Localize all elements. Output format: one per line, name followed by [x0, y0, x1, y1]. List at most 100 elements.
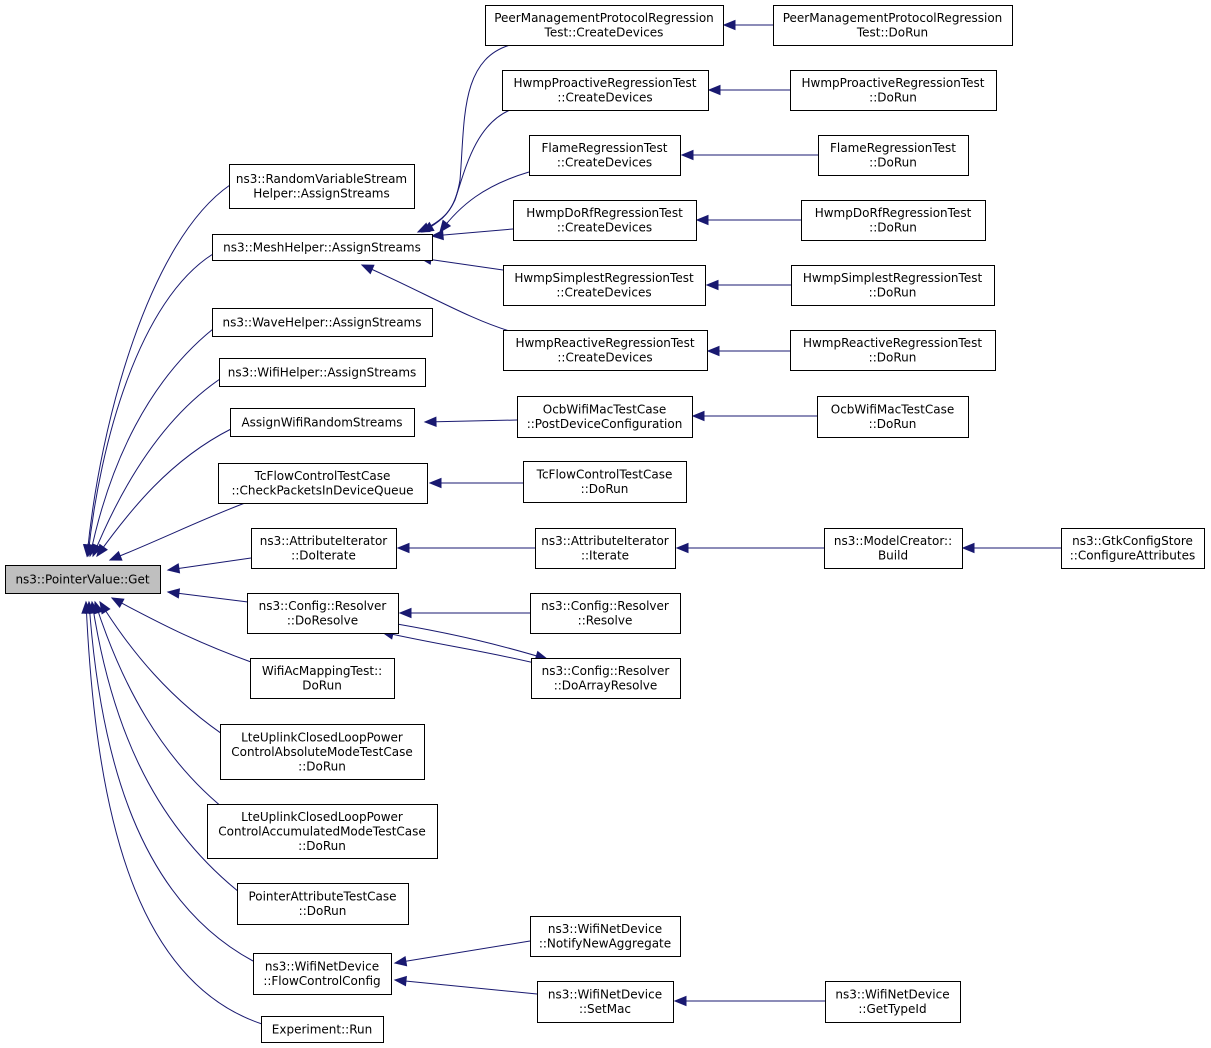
- node-box: [253, 953, 392, 995]
- node-label: ns3::RandomVariableStream: [236, 172, 407, 186]
- node-label: ::DoRun: [869, 91, 917, 105]
- edge-mcbuild-to-attrit: [675, 542, 824, 554]
- node-box: [261, 1016, 384, 1043]
- arrowhead: [420, 221, 435, 233]
- node-exprun[interactable]: Experiment::Run: [261, 1016, 384, 1043]
- node-label: ::CreateDevices: [556, 286, 651, 300]
- node-wave[interactable]: ns3::WaveHelper::AssignStreams: [212, 308, 433, 337]
- node-hsrun[interactable]: HwmpSimplestRegressionTest::DoRun: [791, 265, 995, 306]
- node-label: ns3::Config::Resolver: [259, 599, 387, 613]
- edge-rvs-to-get: [82, 184, 231, 558]
- edge-cfgdo-to-cfgarr: [396, 623, 549, 661]
- node-wndsm[interactable]: ns3::WifiNetDevice::SetMac: [537, 981, 674, 1023]
- node-hdrcd[interactable]: HwmpDoRfRegressionTest::CreateDevices: [513, 200, 697, 241]
- node-label: ControlAbsoluteModeTestCase: [231, 745, 413, 759]
- node-cfgdo[interactable]: ns3::Config::Resolver::DoResolve: [247, 593, 399, 634]
- node-cfgres[interactable]: ns3::Config::Resolver::Resolve: [530, 593, 681, 634]
- node-label: ::Resolve: [578, 614, 633, 628]
- node-flcd[interactable]: FlameRegressionTest::CreateDevices: [529, 135, 681, 176]
- node-lteacc[interactable]: LteUplinkClosedLoopPowerControlAccumulat…: [207, 804, 438, 859]
- arrowhead: [691, 410, 705, 422]
- edge-lteacc-to-get: [93, 600, 233, 816]
- node-box: [5, 565, 161, 594]
- node-hdrrun[interactable]: HwmpDoRfRegressionTest::DoRun: [801, 200, 986, 241]
- arrowhead: [428, 477, 442, 489]
- node-label: HwmpDoRfRegressionTest: [815, 206, 972, 220]
- node-label: ::DoResolve: [287, 614, 358, 628]
- node-label: ns3::PointerValue::Get: [15, 572, 149, 586]
- node-label: Test::CreateDevices: [544, 26, 664, 40]
- node-label: TcFlowControlTestCase: [254, 469, 391, 483]
- node-attrdo[interactable]: ns3::AttributeIterator::DoIterate: [251, 528, 397, 569]
- arrowhead: [675, 542, 689, 554]
- node-box: [503, 330, 708, 371]
- arrowhead: [81, 600, 92, 614]
- edge-wndsm-to-wndfc: [393, 975, 538, 995]
- node-pmprun[interactable]: PeerManagementProtocolRegressionTest::Do…: [773, 5, 1013, 46]
- node-label: ::ConfigureAttributes: [1070, 549, 1195, 563]
- node-ocbpdc[interactable]: OcbWifiMacTestCase::PostDeviceConfigurat…: [517, 396, 693, 438]
- node-rvs[interactable]: ns3::RandomVariableStreamHelper::AssignS…: [229, 164, 415, 209]
- node-box: [537, 981, 674, 1023]
- node-label: HwmpProactiveRegressionTest: [802, 76, 985, 90]
- node-tcfc[interactable]: TcFlowControlTestCase::CheckPacketsInDev…: [218, 463, 428, 504]
- node-hpcd[interactable]: HwmpProactiveRegressionTest::CreateDevic…: [502, 70, 709, 111]
- node-cfgarr[interactable]: ns3::Config::Resolver::DoArrayResolve: [531, 658, 681, 699]
- node-label: ns3::GtkConfigStore: [1072, 534, 1193, 548]
- edge-tcfcrun-to-tcfc: [428, 477, 523, 489]
- node-pmpcd[interactable]: PeerManagementProtocolRegressionTest::Cr…: [485, 5, 724, 46]
- node-wifih[interactable]: ns3::WifiHelper::AssignStreams: [219, 358, 426, 387]
- node-ptrattr[interactable]: PointerAttributeTestCase::DoRun: [237, 883, 409, 925]
- node-label: HwmpReactiveRegressionTest: [515, 336, 694, 350]
- node-box: [801, 200, 986, 241]
- node-hscd[interactable]: HwmpSimplestRegressionTest::CreateDevice…: [503, 265, 706, 306]
- node-label: PeerManagementProtocolRegression: [494, 11, 714, 25]
- node-mesh[interactable]: ns3::MeshHelper::AssignStreams: [212, 234, 433, 261]
- node-attrit[interactable]: ns3::AttributeIterator::Iterate: [535, 528, 676, 569]
- edge-cfgres-to-cfgdo: [398, 607, 530, 619]
- edge-hdrrun-to-hdrcd: [695, 214, 801, 226]
- node-box: [212, 308, 433, 337]
- node-label: ::FlowControlConfig: [263, 974, 380, 988]
- node-label: ::CreateDevices: [557, 221, 652, 235]
- node-wndgti[interactable]: ns3::WifiNetDevice::GetTypeId: [825, 981, 961, 1023]
- node-hprun[interactable]: HwmpProactiveRegressionTest::DoRun: [790, 70, 997, 111]
- node-box: [220, 724, 425, 780]
- edge-flrun-to-flcd: [680, 149, 818, 161]
- node-ocbrun[interactable]: OcbWifiMacTestCase::DoRun: [817, 396, 969, 438]
- arrowhead: [961, 542, 975, 554]
- edge-wave-to-get: [87, 328, 214, 558]
- arrowhead: [166, 588, 181, 599]
- arrowhead: [423, 416, 437, 427]
- node-label: ::SetMac: [579, 1002, 631, 1016]
- arrowhead: [706, 345, 720, 357]
- node-wndfc[interactable]: ns3::WifiNetDevice::FlowControlConfig: [253, 953, 392, 995]
- node-tcfcrun[interactable]: TcFlowControlTestCase::DoRun: [523, 461, 687, 503]
- node-label: ::DoRun: [581, 482, 629, 496]
- node-box: [1061, 528, 1205, 569]
- node-gtkca[interactable]: ns3::GtkConfigStore::ConfigureAttributes: [1061, 528, 1205, 569]
- node-awrs[interactable]: AssignWifiRandomStreams: [230, 408, 415, 437]
- nodes-layer: ns3::PointerValue::Get ns3::RandomVariabl…: [5, 5, 1205, 1043]
- node-wifiac[interactable]: WifiAcMappingTest::DoRun: [250, 658, 395, 699]
- node-flrun[interactable]: FlameRegressionTest::DoRun: [818, 135, 969, 176]
- node-wndnna[interactable]: ns3::WifiNetDevice::NotifyNewAggregate: [530, 916, 681, 957]
- node-hrrun[interactable]: HwmpReactiveRegressionTest::DoRun: [790, 330, 996, 371]
- node-lteabs[interactable]: LteUplinkClosedLoopPowerControlAbsoluteM…: [220, 724, 425, 780]
- node-hrcd[interactable]: HwmpReactiveRegressionTest::CreateDevice…: [503, 330, 708, 371]
- arrowhead: [439, 219, 452, 234]
- edge-ocbrun-to-ocbpdc: [691, 410, 817, 422]
- arrowhead: [398, 607, 412, 619]
- node-box: [790, 330, 996, 371]
- node-label: Helper::AssignStreams: [253, 187, 390, 201]
- node-label: ::DoRun: [298, 759, 346, 773]
- arrowhead: [707, 84, 721, 96]
- node-get[interactable]: ns3::PointerValue::Get: [5, 565, 161, 594]
- edges-layer: [81, 19, 1061, 1025]
- node-label: ns3::AttributeIterator: [541, 534, 669, 548]
- edge-tcfc-to-get: [108, 502, 246, 561]
- edge-wndgti-to-wndsm: [673, 995, 825, 1007]
- node-label: OcbWifiMacTestCase: [543, 403, 666, 417]
- edge-hpcd-to-mesh: [420, 109, 511, 233]
- node-mcbuild[interactable]: ns3::ModelCreator::Build: [824, 528, 963, 569]
